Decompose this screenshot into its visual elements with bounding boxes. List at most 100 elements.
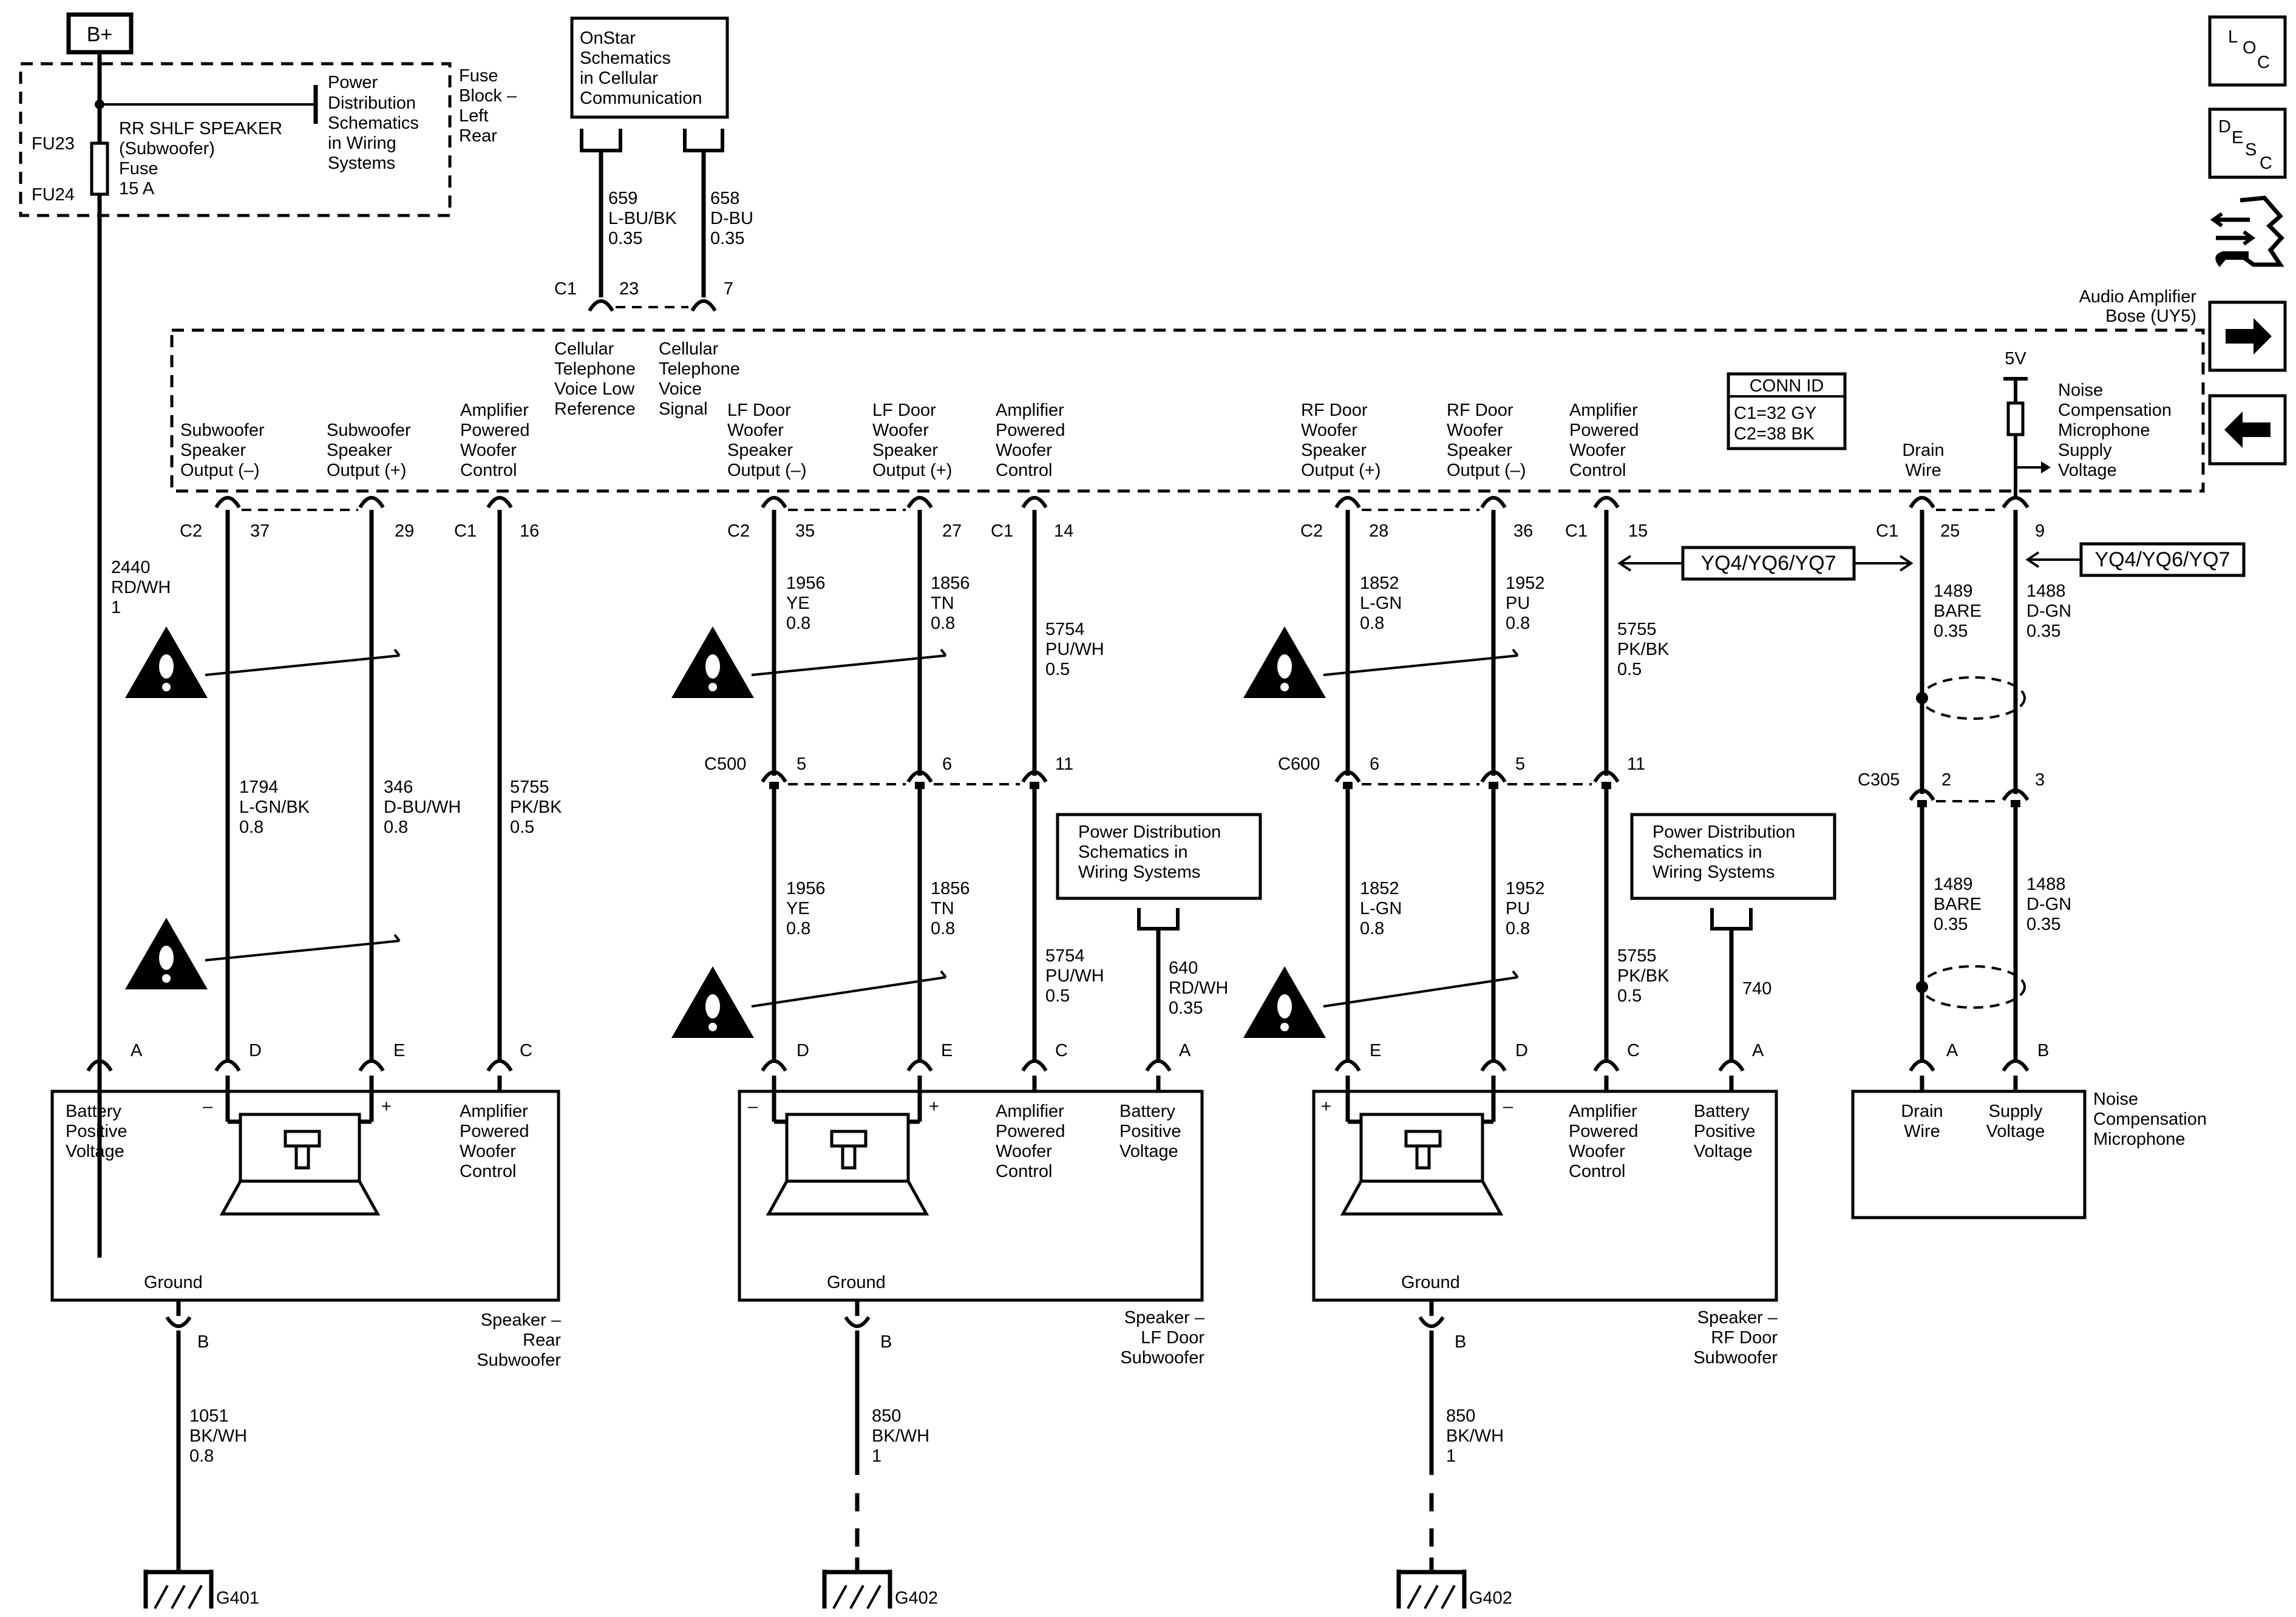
speaker-icon [1340,1113,1504,1216]
svg-text:+: + [929,1097,939,1116]
svg-text:Control: Control [460,1162,517,1181]
svg-text:C1: C1 [1565,521,1588,541]
svg-text:2440: 2440 [111,558,151,577]
svg-text:E: E [1370,1041,1381,1060]
svg-text:Fuse: Fuse [119,159,158,178]
svg-text:Woofer: Woofer [460,441,517,460]
svg-text:Powered: Powered [460,1122,529,1141]
svg-text:B: B [2037,1041,2049,1060]
svg-text:YQ4/YQ6/YQ7: YQ4/YQ6/YQ7 [2095,548,2230,571]
svg-text:1956: 1956 [786,574,826,593]
svg-text:Compensation: Compensation [2058,401,2172,420]
svg-text:Woofer: Woofer [1569,441,1626,460]
ground-icon [822,1570,892,1609]
svg-text:Rear: Rear [523,1331,561,1350]
svg-text:Voice Low: Voice Low [554,379,635,399]
pd-reference-box-rf[interactable]: Power Distribution Schematics in Wiring … [1630,813,1836,931]
svg-text:Speaker: Speaker [327,441,392,460]
svg-text:B+: B+ [87,23,113,46]
svg-text:5755: 5755 [1617,620,1657,639]
svg-text:Subwoofer: Subwoofer [477,1351,561,1370]
caution-icon [125,626,401,698]
svg-text:PK/BK: PK/BK [1617,966,1669,986]
svg-text:Cellular: Cellular [659,339,719,359]
power-source-b-plus: B+ [66,12,134,64]
svg-text:Output (+): Output (+) [872,461,952,480]
svg-text:0.8: 0.8 [931,614,955,633]
svg-text:25: 25 [1940,521,1960,541]
svg-text:0.5: 0.5 [510,818,534,837]
svg-text:0.8: 0.8 [786,614,810,633]
svg-text:0.8: 0.8 [1506,919,1530,938]
svg-text:L-GN: L-GN [1360,594,1402,613]
svg-text:15: 15 [1628,521,1648,541]
svg-text:–: – [748,1097,758,1116]
svg-text:Signal: Signal [659,399,708,419]
svg-text:11: 11 [1055,754,1073,774]
svg-text:Reference: Reference [554,399,636,419]
next-page-arrow-icon[interactable] [2208,300,2287,372]
svg-text:6: 6 [1370,754,1379,774]
svg-text:Positive: Positive [1694,1122,1756,1141]
svg-text:RF Door: RF Door [1711,1328,1778,1348]
svg-text:5V: 5V [2005,349,2026,368]
svg-text:E: E [941,1041,953,1060]
svg-text:658: 658 [710,189,739,208]
loc-icon[interactable]: L O C [2208,15,2287,87]
svg-text:0.8: 0.8 [1360,614,1384,633]
svg-text:0.5: 0.5 [1045,986,1070,1006]
svg-text:L-BU/BK: L-BU/BK [608,209,677,228]
svg-text:B: B [880,1332,892,1352]
svg-text:RR SHLF SPEAKER: RR SHLF SPEAKER [119,119,282,138]
svg-text:11: 11 [1627,754,1645,774]
svg-text:Positive: Positive [66,1122,127,1141]
svg-text:740: 740 [1742,979,1771,998]
svg-text:C: C [2260,154,2272,173]
svg-text:C: C [1627,1041,1640,1060]
svg-text:C600: C600 [1278,754,1320,774]
svg-text:PK/BK: PK/BK [510,798,562,817]
svg-text:Powered: Powered [1569,1122,1638,1141]
svg-text:5: 5 [1515,754,1525,774]
svg-text:23: 23 [619,279,639,299]
onstar-reference-box[interactable]: OnStar Schematics in Cellular Communicat… [570,16,753,297]
desc-icon[interactable]: D E S C [2208,107,2287,179]
shield-symbols [1916,676,2026,1009]
svg-text:PK/BK: PK/BK [1617,640,1669,659]
previous-page-arrow-icon[interactable] [2208,394,2287,466]
option-tag-left: YQ4/YQ6/YQ7 [1617,546,1914,581]
svg-text:Speaker –: Speaker – [481,1310,562,1330]
svg-text:E: E [393,1041,405,1060]
svg-text:YE: YE [786,594,810,613]
svg-text:Voltage: Voltage [2058,461,2117,480]
connector-tool-icon[interactable] [2210,195,2284,267]
svg-text:0.8: 0.8 [1506,614,1530,633]
svg-text:B: B [1455,1332,1466,1352]
amp-sockets [214,496,2029,509]
svg-text:FU23: FU23 [32,134,75,154]
svg-text:1956: 1956 [786,879,826,898]
svg-text:Speaker: Speaker [1447,441,1512,460]
svg-text:850: 850 [872,1406,901,1426]
svg-text:Wiring Systems: Wiring Systems [1078,863,1200,882]
svg-text:Speaker: Speaker [872,441,938,460]
svg-text:C1: C1 [454,521,477,541]
svg-text:Output (+): Output (+) [1301,461,1381,480]
svg-text:BARE: BARE [1934,602,1982,621]
svg-text:Bose (UY5): Bose (UY5) [2105,307,2196,326]
svg-text:Voice: Voice [659,379,702,399]
svg-text:6: 6 [942,754,952,774]
svg-text:L-GN/BK: L-GN/BK [239,798,310,817]
svg-text:LF Door: LF Door [1141,1328,1204,1348]
svg-text:A: A [131,1041,143,1060]
pd-reference-box-lf[interactable]: Power Distribution Schematics in Wiring … [1056,813,1262,931]
svg-text:0.5: 0.5 [1045,660,1070,679]
svg-text:Fuse: Fuse [459,66,498,86]
svg-text:9: 9 [2035,521,2045,541]
svg-text:Output (–): Output (–) [180,461,260,480]
svg-text:1051: 1051 [189,1406,229,1426]
svg-text:35: 35 [795,521,815,541]
svg-text:Communication: Communication [580,89,702,108]
svg-text:Supply: Supply [2058,441,2112,460]
